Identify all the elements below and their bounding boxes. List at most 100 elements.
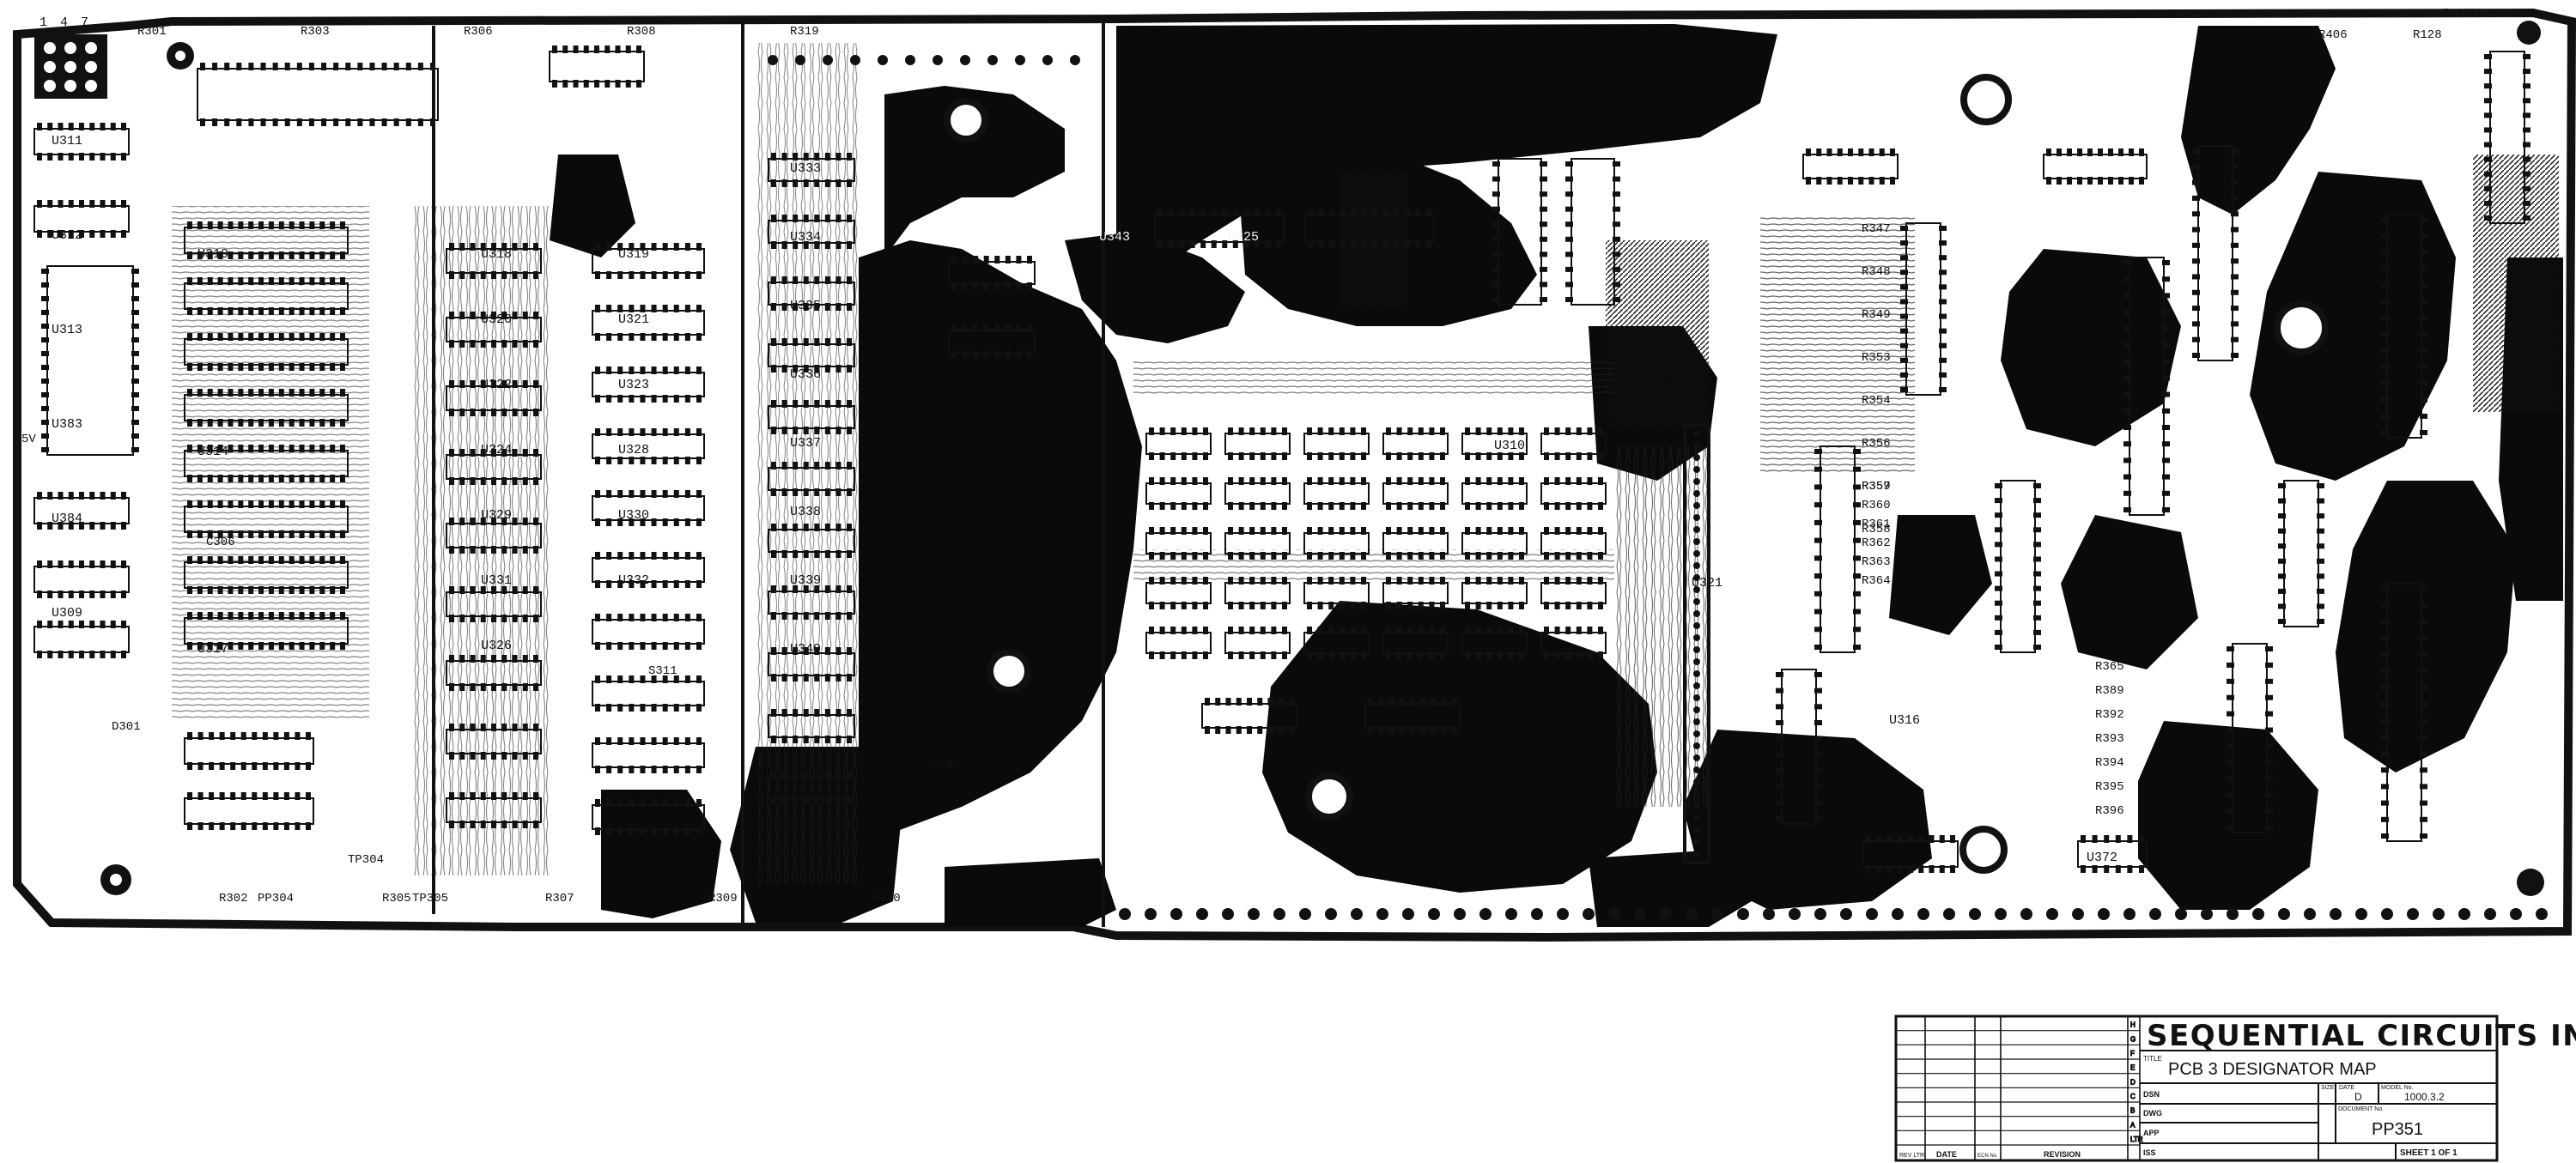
ic-footprint bbox=[446, 792, 542, 828]
ic-footprint bbox=[446, 312, 542, 348]
ic-footprint bbox=[2192, 145, 2239, 361]
component-ref-label: U330 bbox=[618, 508, 649, 523]
misc-ref-label: S311 bbox=[648, 664, 677, 678]
rev-letter: C bbox=[2130, 1093, 2136, 1100]
component-ref-label: U312 bbox=[52, 228, 82, 243]
row-label-iss: ISS bbox=[2143, 1148, 2156, 1157]
component-ref-label: U326 bbox=[481, 639, 512, 653]
component-ref-label: U333 bbox=[790, 161, 821, 176]
footer-rev-ltr: REV LTR bbox=[1899, 1153, 1924, 1159]
ic-footprint bbox=[184, 556, 349, 594]
ic-footprint bbox=[446, 724, 542, 760]
ic-footprint bbox=[184, 792, 314, 830]
component-ref-label: U311 bbox=[52, 134, 82, 148]
component-ref-label: U314 bbox=[197, 445, 228, 459]
ic-footprint bbox=[768, 771, 855, 805]
misc-ref-label: D302 bbox=[932, 759, 961, 772]
model-no-label: MODEL No. bbox=[2381, 1085, 2414, 1091]
edge-pad bbox=[1531, 908, 1543, 920]
edge-pad bbox=[1454, 908, 1466, 920]
ic-footprint bbox=[1776, 669, 1822, 825]
edge-pad bbox=[1763, 908, 1775, 920]
component-ref-label: U310 bbox=[197, 247, 228, 262]
component-ref-label: U336 bbox=[790, 367, 821, 382]
component-ref-label: U325 bbox=[1228, 230, 1259, 245]
edge-pad bbox=[2536, 908, 2548, 920]
component-ref-label: U319 bbox=[618, 247, 649, 262]
ic-footprint bbox=[1145, 477, 1212, 510]
ic-footprint bbox=[1224, 577, 1291, 609]
strip-pad bbox=[1693, 574, 1700, 581]
strip-pad bbox=[1693, 778, 1700, 785]
edge-pad bbox=[2046, 908, 2058, 920]
component-ref-label: U372 bbox=[2087, 851, 2117, 865]
ic-footprint bbox=[592, 428, 705, 464]
edge-pad bbox=[768, 55, 778, 65]
strip-pad bbox=[1693, 742, 1700, 749]
edge-pad bbox=[1325, 908, 1337, 920]
ic-footprint bbox=[446, 380, 542, 416]
document-no-label: DOCUMENT No. bbox=[2338, 1106, 2384, 1112]
resistor-ref-label: R354 bbox=[1862, 394, 1891, 408]
resistor-ref-label: R364 bbox=[1862, 574, 1891, 588]
strip-pad bbox=[1693, 815, 1700, 821]
strip-pad bbox=[1693, 827, 1700, 833]
reference-designators: U311U312U313U383U384U309U310U314U317U318… bbox=[21, 25, 2442, 906]
edge-pad bbox=[878, 55, 888, 65]
edge-pad bbox=[1866, 908, 1878, 920]
edge-pad bbox=[2175, 908, 2187, 920]
resistor-ref-label: R356 bbox=[1862, 437, 1891, 451]
edge-pad bbox=[2433, 908, 2445, 920]
edge-pad bbox=[1428, 908, 1440, 920]
edge-pad bbox=[2123, 908, 2136, 920]
edge-pad bbox=[1196, 908, 1208, 920]
edge-pad bbox=[2252, 908, 2264, 920]
strip-pad bbox=[1693, 502, 1700, 509]
sheet-number: SHEET 1 OF 1 bbox=[2400, 1148, 2458, 1158]
strip-pad bbox=[1693, 754, 1700, 761]
edge-pad bbox=[2149, 908, 2161, 920]
edge-pad bbox=[1608, 908, 1620, 920]
ic-footprint bbox=[33, 621, 130, 658]
component-ref-label: U332 bbox=[618, 573, 649, 588]
rev-letter: G bbox=[2130, 1035, 2136, 1043]
component-ref-label: U329 bbox=[481, 508, 512, 523]
edge-pad bbox=[1634, 908, 1646, 920]
strip-pad bbox=[1693, 718, 1700, 725]
edge-pad bbox=[850, 55, 860, 65]
resistor-ref-label: R357 bbox=[1862, 480, 1891, 494]
ic-footprint bbox=[1382, 477, 1449, 510]
ic-footprint bbox=[592, 552, 705, 588]
edge-pad bbox=[823, 55, 833, 65]
resistor-ref-label: R347 bbox=[1862, 222, 1891, 236]
edge-pad bbox=[2304, 908, 2316, 920]
ic-footprint bbox=[2123, 257, 2170, 516]
ic-footprint bbox=[948, 324, 1036, 359]
resistor-ref-label: R305 bbox=[382, 892, 411, 906]
ic-footprint bbox=[768, 153, 855, 187]
component-ref-label: U340 bbox=[790, 642, 821, 657]
edge-pad bbox=[1505, 908, 1517, 920]
ic-footprint bbox=[768, 585, 855, 620]
ic-footprint bbox=[184, 500, 349, 538]
corner-mark-7: 7 bbox=[81, 15, 88, 30]
ic-footprint bbox=[1461, 427, 1528, 460]
strip-pad bbox=[1693, 622, 1700, 629]
edge-pad bbox=[2020, 908, 2032, 920]
company-logo: SEQUENTIAL CIRCUITS INC bbox=[2147, 1019, 2576, 1053]
edge-pad bbox=[933, 55, 943, 65]
ic-footprint bbox=[1900, 222, 1947, 396]
resistor-ref-label: R309 bbox=[708, 892, 738, 906]
rev-letter: B bbox=[2130, 1107, 2135, 1115]
strip-pad bbox=[1693, 839, 1700, 845]
ic-footprint bbox=[1461, 477, 1528, 510]
resistor-ref-label: R359 bbox=[1862, 480, 1891, 494]
ic-footprint bbox=[592, 243, 705, 279]
section-dividers bbox=[432, 21, 1105, 927]
resistor-ref-label: R358 bbox=[1862, 523, 1891, 536]
footer-date: DATE bbox=[1936, 1150, 1957, 1159]
rev-letter: E bbox=[2130, 1064, 2135, 1072]
strip-pad bbox=[1693, 442, 1700, 449]
ic-footprint bbox=[592, 614, 705, 650]
